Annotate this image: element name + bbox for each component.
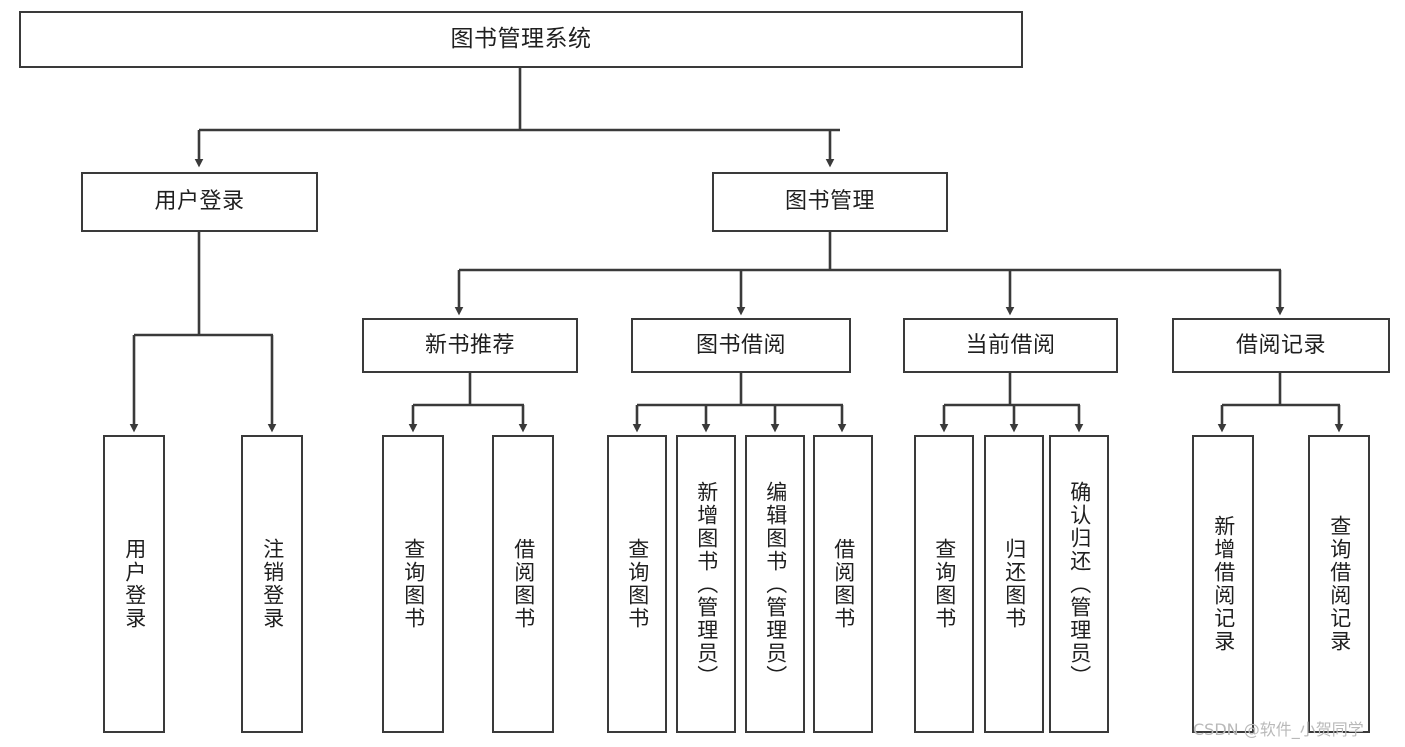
node-label: 确认归还（管理员） [1067,480,1092,688]
node-label: 新书推荐 [424,332,515,358]
leaf-logout[interactable]: 注销登录 [241,435,303,733]
leaf-query-borrow-record[interactable]: 查询借阅记录 [1308,435,1370,733]
csdn-watermark: CSDN @软件_小贺同学 [1193,720,1364,739]
node-label: 图书管理系统 [450,26,592,52]
node-label: 注销登录 [260,538,285,630]
node-book-borrow[interactable]: 图书借阅 [631,318,851,373]
leaf-query-book-newrec[interactable]: 查询图书 [382,435,444,733]
leaf-query-book-borrow[interactable]: 查询图书 [607,435,667,733]
leaf-return-book[interactable]: 归还图书 [984,435,1044,733]
node-label: 借阅记录 [1235,332,1326,358]
node-label: 用户登录 [122,538,147,630]
node-current-borrow[interactable]: 当前借阅 [903,318,1118,373]
node-new-book-recommend[interactable]: 新书推荐 [362,318,578,373]
leaf-add-book-admin[interactable]: 新增图书（管理员） [676,435,736,733]
leaf-user-login[interactable]: 用户登录 [103,435,165,733]
node-label: 查询借阅记录 [1327,515,1352,653]
node-borrow-record[interactable]: 借阅记录 [1172,318,1390,373]
leaf-edit-book-admin[interactable]: 编辑图书（管理员） [745,435,805,733]
node-label: 新增图书（管理员） [694,480,719,688]
node-label: 查询图书 [932,538,957,630]
node-label: 查询图书 [401,538,426,630]
node-label: 借阅图书 [831,538,856,630]
node-label: 新增借阅记录 [1211,515,1236,653]
node-label: 借阅图书 [511,538,536,630]
node-book-management[interactable]: 图书管理 [712,172,948,232]
leaf-confirm-return-admin[interactable]: 确认归还（管理员） [1049,435,1109,733]
node-label: 查询图书 [625,538,650,630]
node-label: 编辑图书（管理员） [763,480,788,688]
node-label: 图书管理 [784,189,875,214]
node-label: 归还图书 [1002,538,1027,630]
leaf-borrow-book[interactable]: 借阅图书 [813,435,873,733]
leaf-query-book-current[interactable]: 查询图书 [914,435,974,733]
node-user-login[interactable]: 用户登录 [81,172,318,232]
node-root-system[interactable]: 图书管理系统 [19,11,1023,68]
leaf-borrow-book-newrec[interactable]: 借阅图书 [492,435,554,733]
node-label: 用户登录 [154,189,245,214]
node-label: 图书借阅 [695,332,786,358]
leaf-add-borrow-record[interactable]: 新增借阅记录 [1192,435,1254,733]
node-label: 当前借阅 [965,332,1056,358]
